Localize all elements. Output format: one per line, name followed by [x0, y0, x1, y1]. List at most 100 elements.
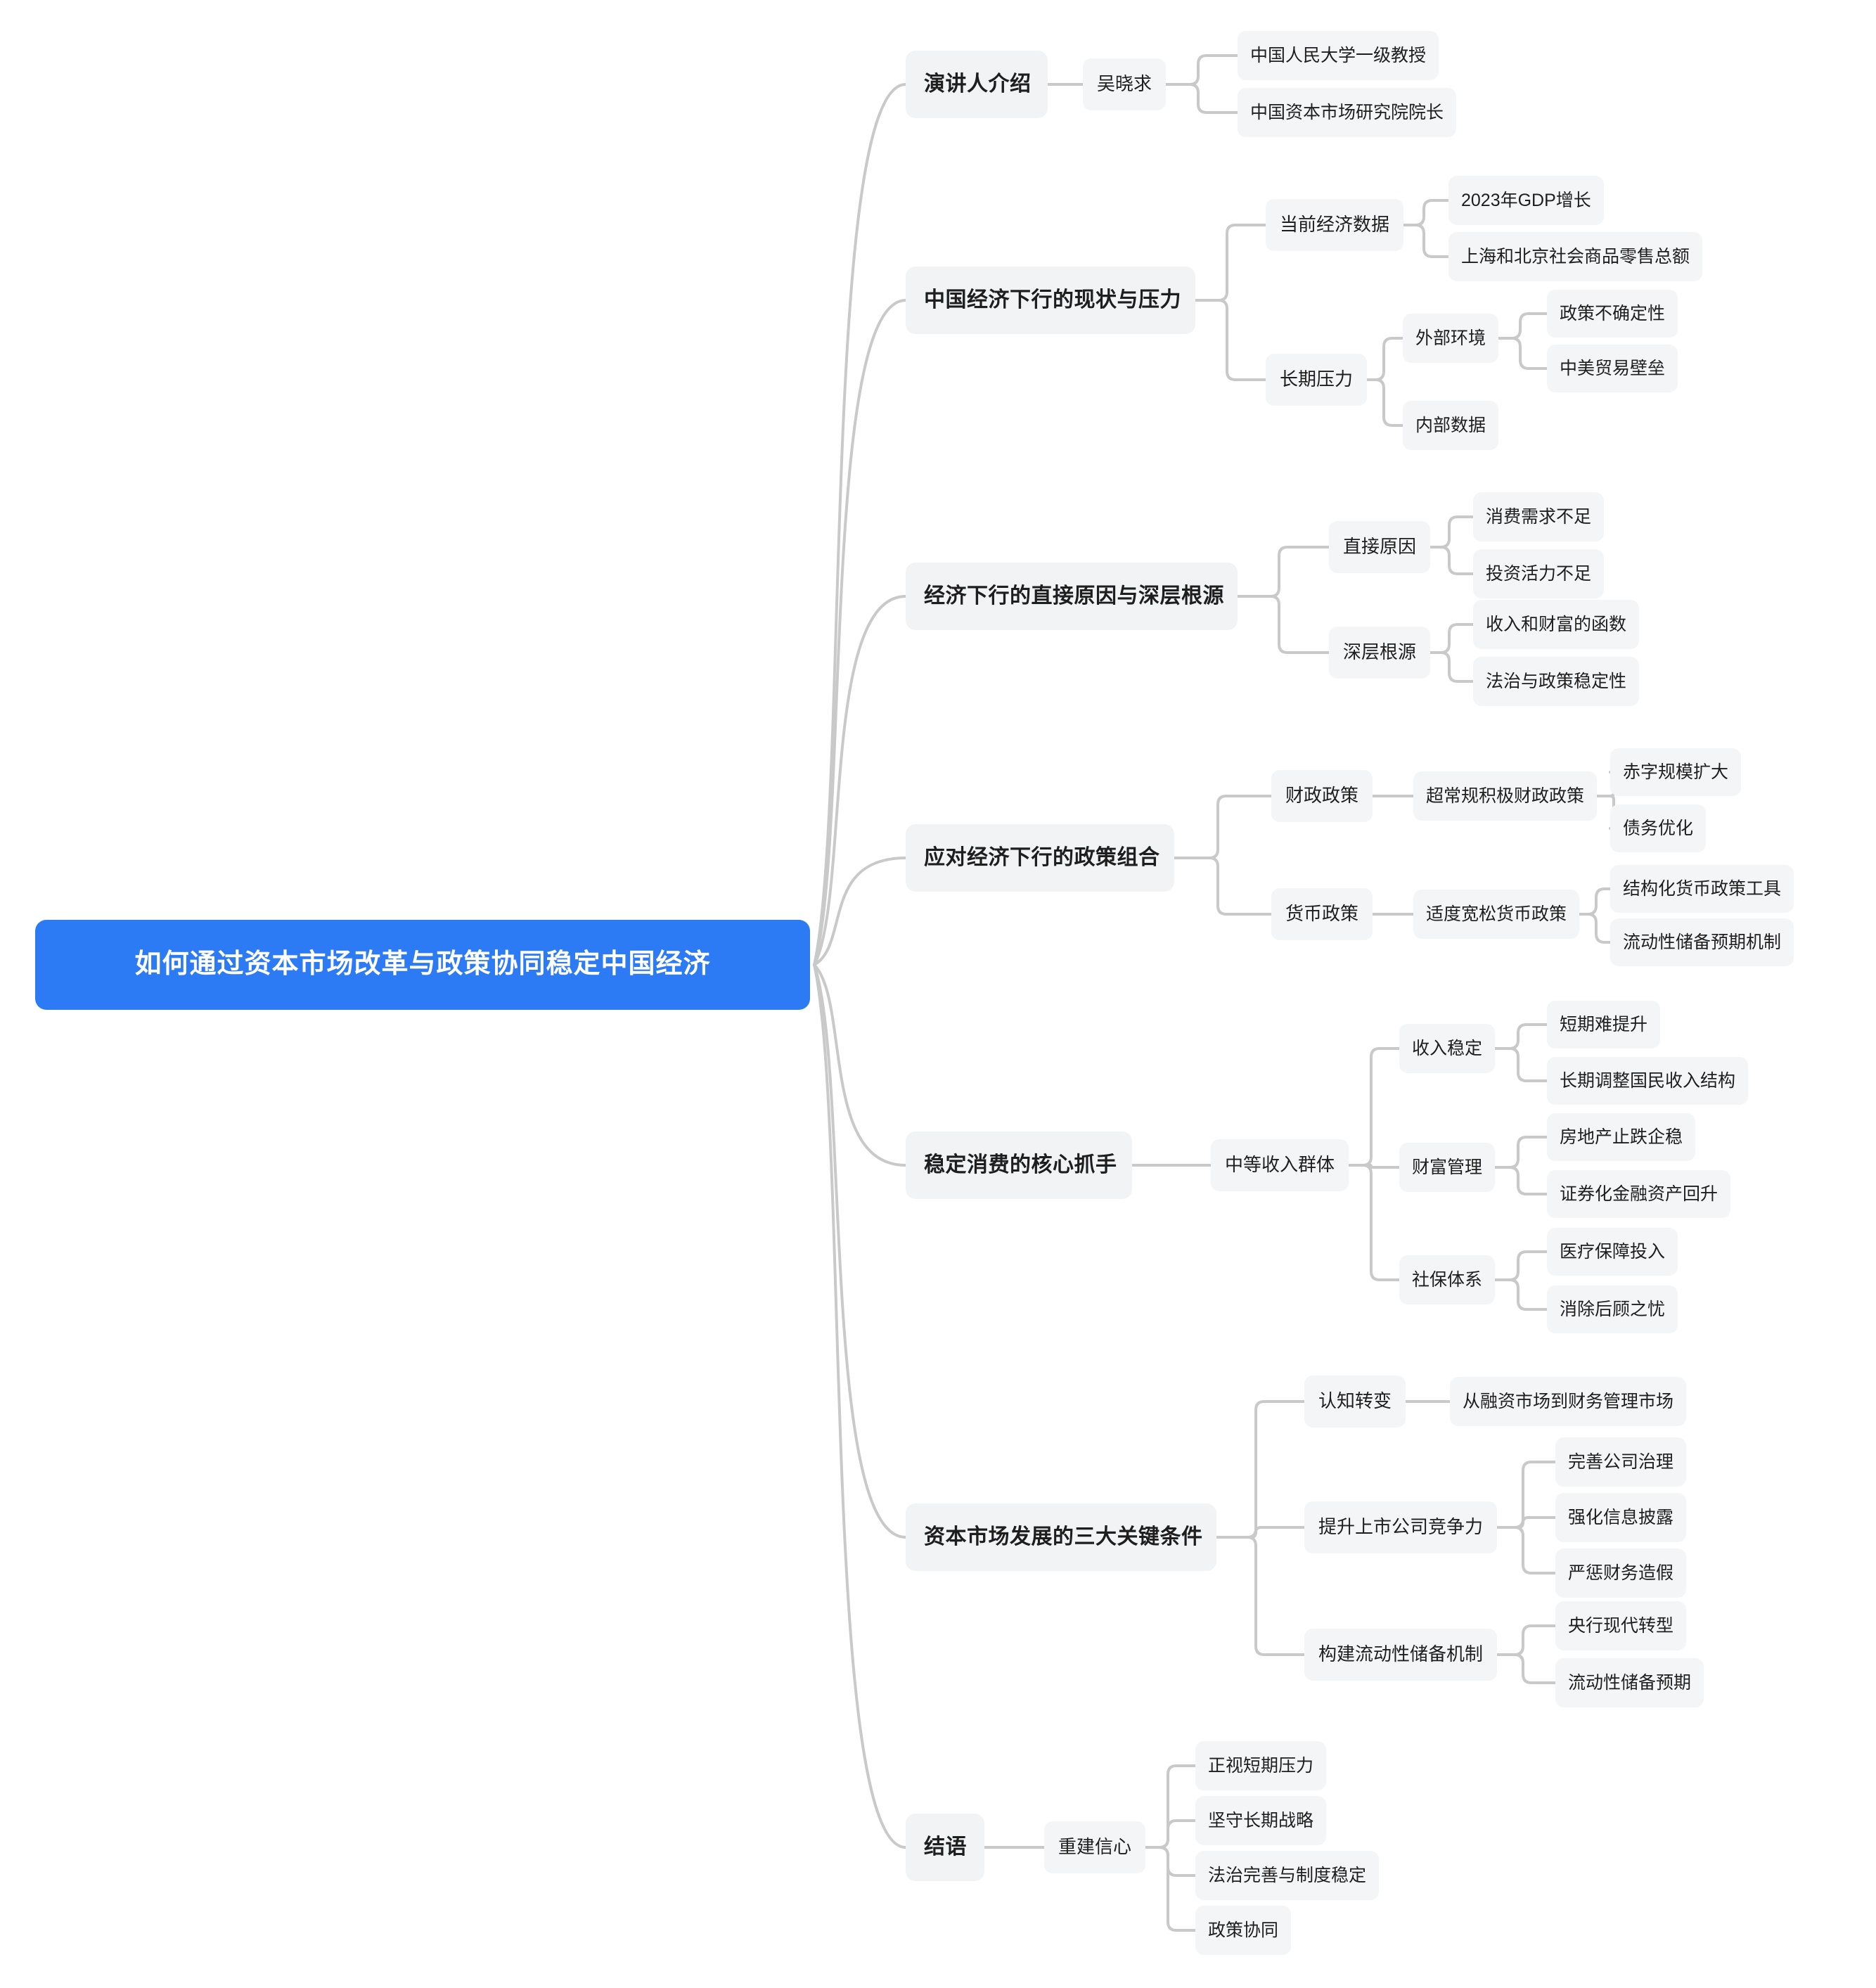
topic-node[interactable]: 法治与政策稳定性 — [1473, 657, 1639, 706]
node-label: 央行现代转型 — [1568, 1615, 1674, 1636]
node-label: 投资活力不足 — [1486, 563, 1592, 584]
connector — [1497, 337, 1548, 370]
node-label: 政策不确定性 — [1560, 303, 1666, 323]
topic-node[interactable]: 当前经济数据 — [1266, 199, 1403, 251]
topic-node[interactable]: 政策不确定性 — [1547, 290, 1678, 338]
topic-node[interactable]: 政策协同 — [1195, 1906, 1291, 1955]
node-label: 法治与政策稳定性 — [1486, 671, 1627, 691]
topic-node[interactable]: 收入和财富的函数 — [1473, 600, 1639, 649]
connector — [1402, 224, 1450, 258]
topic-node[interactable]: 长期调整国民收入结构 — [1547, 1057, 1748, 1105]
connector — [1144, 1819, 1197, 1849]
node-label: 证券化金融资产回升 — [1560, 1184, 1718, 1204]
topic-node[interactable]: 从融资市场到财务管理市场 — [1450, 1377, 1686, 1426]
connector — [813, 299, 907, 966]
topic-node[interactable]: 法治完善与制度稳定 — [1195, 1851, 1379, 1900]
topic-node[interactable]: 消除后顾之忧 — [1547, 1285, 1678, 1333]
branch-node[interactable]: 结语 — [906, 1814, 984, 1881]
connector — [1173, 857, 1273, 916]
topic-node[interactable]: 货币政策 — [1271, 888, 1373, 940]
connector — [1236, 546, 1330, 598]
topic-node[interactable]: 深层根源 — [1329, 627, 1430, 679]
topic-node[interactable]: 认知转变 — [1304, 1375, 1406, 1428]
connector — [813, 963, 907, 1539]
node-label: 长期压力 — [1280, 368, 1354, 390]
topic-node[interactable]: 流动性储备预期 — [1555, 1658, 1704, 1707]
topic-node[interactable]: 流动性储备预期机制 — [1610, 918, 1794, 966]
node-label: 中国资本市场研究院院长 — [1250, 102, 1444, 122]
topic-node[interactable]: 中国资本市场研究院院长 — [1238, 88, 1456, 137]
topic-node[interactable]: 正视短期压力 — [1195, 1741, 1326, 1790]
topic-node[interactable]: 债务优化 — [1610, 804, 1706, 852]
connector — [1164, 83, 1239, 114]
connector — [813, 963, 907, 1849]
topic-node[interactable]: 结构化货币政策工具 — [1610, 865, 1794, 913]
connector — [1429, 623, 1475, 654]
topic-node[interactable]: 直接原因 — [1329, 521, 1430, 573]
topic-node[interactable]: 完善公司治理 — [1555, 1437, 1686, 1487]
topic-node[interactable]: 内部数据 — [1403, 401, 1498, 450]
topic-node[interactable]: 强化信息披露 — [1555, 1493, 1686, 1542]
connector — [1215, 1526, 1306, 1539]
topic-node[interactable]: 收入稳定 — [1399, 1024, 1495, 1073]
topic-node[interactable]: 上海和北京社会商品零售总额 — [1448, 232, 1702, 281]
topic-node[interactable]: 严惩财务造假 — [1555, 1548, 1686, 1598]
root-node[interactable]: 如何通过资本市场改革与政策协同稳定中国经济 — [35, 920, 810, 1010]
connector — [1496, 1653, 1557, 1684]
node-label: 完善公司治理 — [1568, 1451, 1674, 1472]
connector — [1194, 299, 1267, 381]
node-label: 演讲人介绍 — [924, 72, 1032, 96]
connector — [1493, 1023, 1548, 1050]
branch-node[interactable]: 演讲人介绍 — [906, 51, 1048, 118]
connector — [813, 857, 907, 966]
topic-node[interactable]: 提升上市公司竞争力 — [1304, 1501, 1497, 1553]
connector — [1144, 1846, 1197, 1932]
connector — [1366, 337, 1404, 381]
node-label: 结语 — [924, 1835, 967, 1859]
topic-node[interactable]: 社保体系 — [1399, 1255, 1495, 1304]
node-label: 收入和财富的函数 — [1486, 614, 1627, 634]
connector — [1194, 224, 1267, 302]
node-label: 上海和北京社会商品零售总额 — [1461, 246, 1690, 267]
topic-node[interactable]: 中国人民大学一级教授 — [1238, 31, 1439, 80]
topic-node[interactable]: 坚守长期战略 — [1195, 1796, 1326, 1845]
connector — [1493, 1278, 1548, 1311]
connector — [1493, 1047, 1548, 1082]
node-label: 吴晓求 — [1097, 73, 1152, 95]
branch-node[interactable]: 稳定消费的核心抓手 — [906, 1131, 1132, 1199]
topic-node[interactable]: 投资活力不足 — [1473, 549, 1604, 598]
topic-node[interactable]: 构建流动性储备机制 — [1304, 1629, 1497, 1681]
topic-node[interactable]: 财政政策 — [1271, 770, 1373, 822]
topic-node[interactable]: 2023年GDP增长 — [1448, 176, 1604, 225]
topic-node[interactable]: 短期难提升 — [1547, 1001, 1660, 1048]
topic-node[interactable]: 央行现代转型 — [1555, 1601, 1686, 1650]
topic-node[interactable]: 适度宽松货币政策 — [1413, 890, 1579, 939]
node-label: 赤字规模扩大 — [1623, 762, 1729, 782]
node-label: 重建信心 — [1058, 1836, 1132, 1858]
branch-node[interactable]: 中国经济下行的现状与压力 — [906, 267, 1195, 334]
node-label: 经济下行的直接原因与深层根源 — [924, 584, 1224, 608]
node-label: 稳定消费的核心抓手 — [924, 1153, 1117, 1176]
connector — [1164, 54, 1239, 86]
connector — [813, 83, 907, 966]
connector — [1236, 595, 1330, 654]
topic-node[interactable]: 外部环境 — [1403, 314, 1498, 363]
connector — [1347, 1047, 1401, 1167]
branch-node[interactable]: 应对经济下行的政策组合 — [906, 824, 1174, 892]
topic-node[interactable]: 中美贸易壁垒 — [1547, 345, 1678, 392]
topic-node[interactable]: 长期压力 — [1266, 354, 1367, 406]
topic-node[interactable]: 医疗保障投入 — [1547, 1228, 1678, 1276]
topic-node[interactable]: 重建信心 — [1044, 1821, 1145, 1873]
topic-node[interactable]: 赤字规模扩大 — [1610, 748, 1741, 796]
topic-node[interactable]: 财富管理 — [1399, 1143, 1495, 1192]
topic-node[interactable]: 中等收入群体 — [1211, 1139, 1349, 1191]
connector — [813, 963, 907, 1167]
topic-node[interactable]: 消费需求不足 — [1473, 492, 1604, 541]
topic-node[interactable]: 超常规积极财政政策 — [1413, 771, 1597, 821]
branch-node[interactable]: 资本市场发展的三大关键条件 — [906, 1503, 1216, 1571]
topic-node[interactable]: 证券化金融资产回升 — [1547, 1170, 1730, 1218]
branch-node[interactable]: 经济下行的直接原因与深层根源 — [906, 563, 1238, 630]
topic-node[interactable]: 房地产止跌企稳 — [1547, 1113, 1695, 1161]
topic-node[interactable]: 吴晓求 — [1083, 58, 1166, 110]
